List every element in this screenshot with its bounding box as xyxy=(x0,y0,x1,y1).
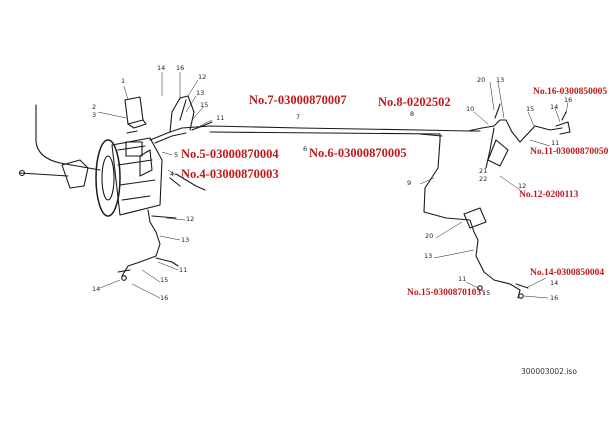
rear-lower-bracket xyxy=(463,207,487,229)
part-number-label: 13 xyxy=(181,236,190,244)
part-number-label: 13 xyxy=(424,252,433,260)
part-number-label: 9 xyxy=(407,179,412,187)
part-number-label: 11 xyxy=(458,275,467,283)
part-number-label: 14 xyxy=(550,103,559,111)
callout-no14: No.14-0300850004 xyxy=(530,268,605,278)
part-number-label: 20 xyxy=(425,232,434,240)
callout-no8: No.8-0202502 xyxy=(378,95,451,109)
part-number-label: 16 xyxy=(176,64,185,72)
callout-no15: No.15-0300870103 xyxy=(407,288,482,298)
part-number-label: 1 xyxy=(121,77,126,85)
part-number-label: 15 xyxy=(526,105,535,113)
part-number-label: 13 xyxy=(496,76,505,84)
part-number-label: 21 xyxy=(479,167,488,175)
part-number-label: 3 xyxy=(92,111,97,119)
part-number-label: 11 xyxy=(179,266,188,274)
part-number-label: 16 xyxy=(160,294,169,302)
part-number-label: 22 xyxy=(479,175,488,183)
callout-no4: No.4-03000870003 xyxy=(181,167,279,181)
part-number-label: 16 xyxy=(564,96,573,104)
part-number-label: 5 xyxy=(174,151,179,159)
part-number-label: 2 xyxy=(92,103,97,111)
part-number-label: 12 xyxy=(198,73,207,81)
part-number-label: 4 xyxy=(170,170,175,178)
reservoir-clip xyxy=(126,130,138,134)
left-vacuum-hose xyxy=(35,104,101,171)
brake-line-6 xyxy=(209,131,441,141)
callout-no5: No.5-03000870004 xyxy=(181,147,279,161)
part-number-label: 11 xyxy=(216,114,225,122)
brake-line-9 xyxy=(423,139,471,221)
callout-no7: No.7-03000870007 xyxy=(249,93,347,107)
part-number-label: 7 xyxy=(296,113,301,121)
part-number-label: 11 xyxy=(551,139,560,147)
brake-booster xyxy=(95,139,121,217)
callout-no11: No.11-03000870050 xyxy=(530,147,609,157)
rear-bracket xyxy=(487,139,509,167)
part-number-label: 14 xyxy=(550,279,559,287)
part-number-label: 12 xyxy=(186,215,195,223)
part-number-label: 15 xyxy=(200,101,209,109)
part-number-label: 20 xyxy=(477,76,486,84)
part-number-label: 10 xyxy=(466,105,475,113)
master-cylinder xyxy=(111,137,163,216)
part-number-label: 15 xyxy=(160,276,169,284)
callout-no12: No.12-0200113 xyxy=(519,190,579,200)
part-number-label: 15 xyxy=(482,289,491,297)
rear-right-end xyxy=(555,121,571,135)
part-number-label: 14 xyxy=(92,285,101,293)
brake-line-main xyxy=(149,125,483,141)
left-hose-fitting xyxy=(19,172,69,177)
part-number-label: 6 xyxy=(303,145,308,153)
part-number-label: 16 xyxy=(550,294,559,302)
callout-no16: No.16-0300850005 xyxy=(533,87,608,97)
callout-no6: No.6-03000870005 xyxy=(309,146,407,160)
part-number-label: 12 xyxy=(518,182,527,190)
part-number-label: 13 xyxy=(196,89,205,97)
front-lower-hose xyxy=(121,209,161,277)
rear-lower-hose xyxy=(469,219,521,291)
part-number-label: 8 xyxy=(410,110,415,118)
bracket-left xyxy=(61,159,89,189)
part-number-label: 14 xyxy=(157,64,166,72)
file-label: 300003002.iso xyxy=(521,367,577,376)
reservoir-box xyxy=(124,96,144,125)
rear-upper-hose xyxy=(481,119,563,143)
